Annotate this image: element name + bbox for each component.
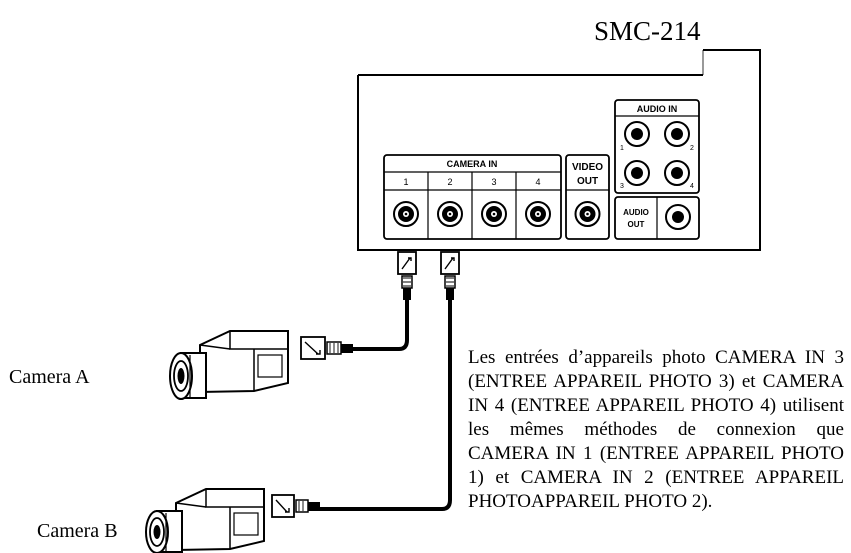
audio-in-channel-4: 4 <box>690 183 694 190</box>
audio-out-label-line2: OUT <box>628 220 645 229</box>
camera-b-icon <box>145 488 265 553</box>
bnc-plug-camera-a <box>397 251 417 300</box>
audio-in-channel-2: 2 <box>690 145 694 152</box>
cable-camera-a <box>352 300 409 351</box>
camera-in-channel-2: 2 <box>447 177 452 187</box>
camera-a-label: Camera A <box>9 366 90 388</box>
device-rear-panel <box>357 49 761 251</box>
rca-jack-audio-in-3 <box>624 160 650 186</box>
rca-jack-audio-in-1 <box>624 121 650 147</box>
camera-a-icon <box>169 330 289 400</box>
bnc-plug-camera-b <box>440 251 460 300</box>
rca-jack-audio-in-4 <box>664 160 690 186</box>
camera-b-label: Camera B <box>37 520 118 542</box>
camera-in-channel-4: 4 <box>535 177 540 187</box>
camera-in-label: CAMERA IN <box>447 159 498 169</box>
rca-jack-audio-out <box>665 204 691 230</box>
audio-in-label: AUDIO IN <box>637 104 678 114</box>
bnc-jack-camera-1 <box>393 201 419 227</box>
camera-in-channel-1: 1 <box>403 177 408 187</box>
audio-out-group: AUDIO OUT <box>614 196 700 240</box>
audio-in-group: AUDIO IN 1 2 3 4 <box>614 99 700 194</box>
bnc-jack-camera-4 <box>525 201 551 227</box>
bnc-plug-camera-b-side <box>271 494 320 518</box>
rca-jack-audio-in-2 <box>664 121 690 147</box>
bnc-plug-camera-a-side <box>300 336 353 360</box>
camera-in-channel-3: 3 <box>491 177 496 187</box>
audio-in-channel-3: 3 <box>620 183 624 190</box>
connection-note: Les entrées d’appareils photo CAMERA IN … <box>468 347 844 512</box>
bnc-jack-video-out <box>574 201 601 227</box>
video-out-group: VIDEO OUT <box>565 154 610 240</box>
video-out-label-line1: VIDEO <box>572 162 603 173</box>
audio-in-channel-1: 1 <box>620 145 624 152</box>
camera-in-group: CAMERA IN 1 2 3 4 <box>383 154 562 240</box>
video-out-label-line2: OUT <box>577 176 598 187</box>
model-title: SMC-214 <box>594 16 701 46</box>
bnc-jack-camera-2 <box>437 201 463 227</box>
audio-out-label-line1: AUDIO <box>623 208 649 217</box>
bnc-jack-camera-3 <box>481 201 507 227</box>
cable-camera-b <box>320 300 452 511</box>
